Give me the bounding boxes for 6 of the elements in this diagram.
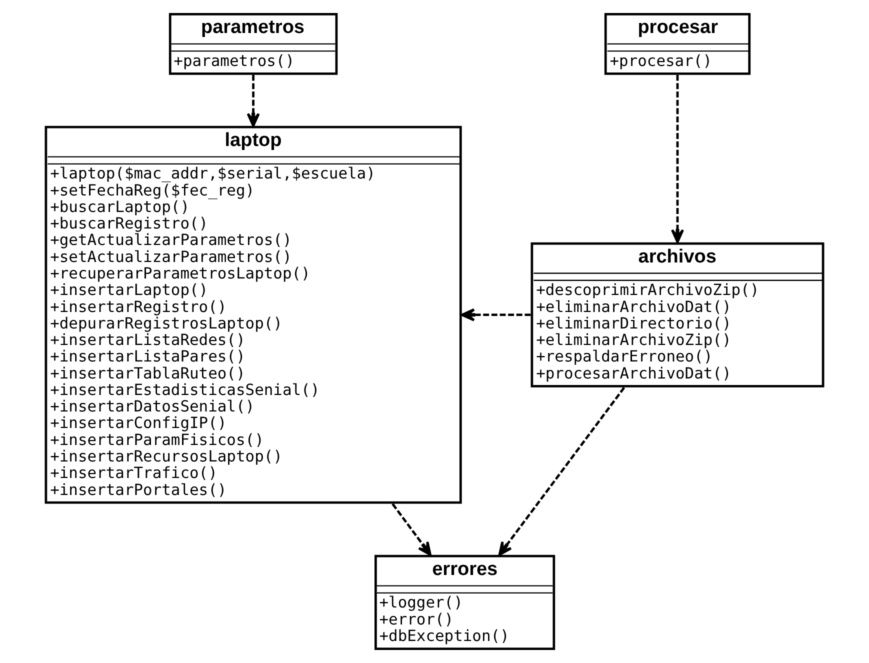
- arrow: [246, 74, 260, 127]
- arrow: [498, 386, 626, 556]
- arrow: [460, 308, 531, 322]
- node-box: parametros +parametros(): [168, 13, 338, 75]
- arrow: [670, 74, 684, 244]
- arrow: [392, 503, 432, 556]
